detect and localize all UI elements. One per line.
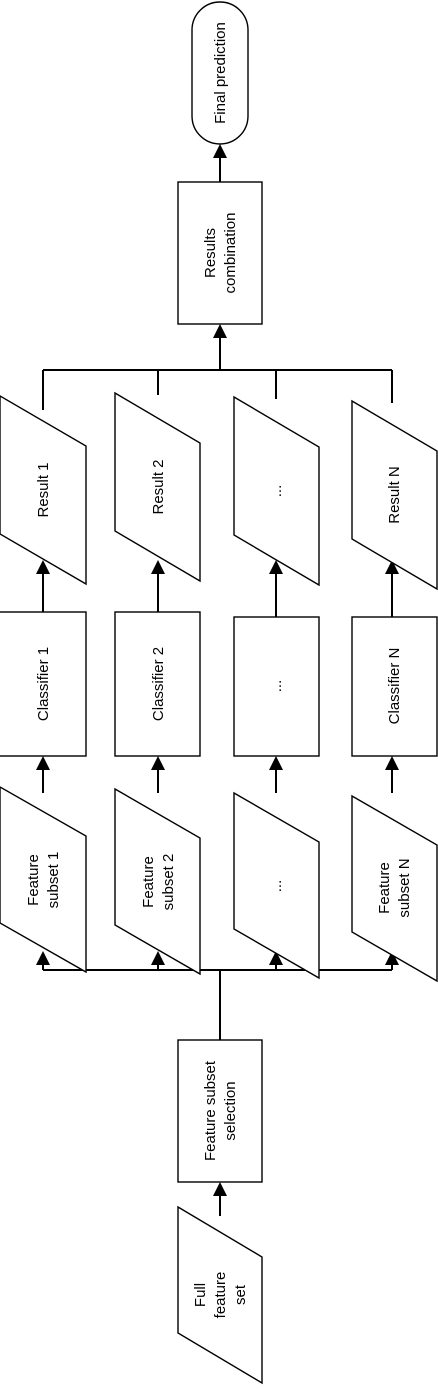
branch-3: ... ... ... [233,395,320,980]
feature-subset-3-label: ... [268,880,285,893]
final-prediction-terminator [191,1,249,145]
result-2-shape [114,391,201,583]
feature-subset-selection: Feature subset selection [177,1039,263,1183]
results-combination-label: Results combination [202,213,239,294]
full-feature-set-line-2: feature [212,1272,229,1319]
feature-subset-3-line-1: ... [268,880,285,893]
full-feature-set: Full feature set [177,1205,263,1385]
classifier-n-box [351,616,438,757]
feature-subset-2-shape [114,787,201,976]
classifier-2-line-1: Classifier 2 [150,647,167,721]
feature-subset-2-line-2: subset 2 [160,854,177,911]
classifier-n-line-1: Classifier N [386,648,403,725]
result-3-label: ... [268,485,285,498]
classifier-n-label: Classifier N [386,648,403,725]
feature-subset-1-line-2: subset 1 [45,852,62,909]
results-combination: Results combination [177,181,263,325]
result-1-line-1: Result 1 [35,462,52,517]
arrow-bus-to-subset-1-head [36,951,50,965]
arrow-bus-to-subset-2-head [151,951,165,965]
connectors [36,144,399,1216]
arrow-subset-2-to-classifier-2-head [151,756,165,770]
feature-subset-n-line-2: subset N [396,858,413,917]
arrow-full-to-selection-head [213,1182,227,1196]
arrow-classifier-3-to-result-3-head [269,560,283,574]
classifier-3-box [233,616,320,757]
arrow-bus-to-subset-3-head [269,951,283,965]
arrow-classifier-n-to-result-n-head [385,560,399,574]
result-3-shape [233,395,320,587]
result-2-label: Result 2 [150,459,167,514]
result-3-line-1: ... [268,485,285,498]
result-1-shape [0,395,87,586]
results-combination-box [177,181,263,325]
feature-subset-n-shape [351,794,438,983]
full-feature-set-shape [177,1205,263,1385]
result-2-line-1: Result 2 [150,459,167,514]
feature-subset-selection-label: Feature subset selection [202,1060,239,1161]
results-combination-line-2: combination [222,213,239,294]
branch-1: Feature subset 1 Classifier 1 Result 1 [0,395,87,974]
full-feature-set-line-3: set [232,1284,249,1305]
classifier-3-label: ... [268,680,285,693]
full-feature-set-label: Full feature set [192,1272,249,1319]
feature-subset-n-line-1: Feature [376,862,393,914]
arrow-subset-3-to-classifier-3-head [269,756,283,770]
arrow-bus-to-subset-n-head [385,951,399,965]
final-prediction-line-1: Final prediction [212,22,229,124]
feature-subset-n-label: Feature subset N [376,858,413,917]
final-prediction-label: Final prediction [212,22,229,124]
feature-subset-2-line-1: Feature [140,856,157,908]
arrow-subset-1-to-classifier-1-head [36,756,50,770]
final-prediction: Final prediction [191,1,249,145]
full-feature-set-line-1: Full [192,1283,209,1307]
classifier-3-line-1: ... [268,680,285,693]
branch-n: Feature subset N Classifier N Result N [351,399,438,983]
feature-subset-1-shape [0,786,87,974]
arrow-classifier-2-to-result-2-head [151,560,165,574]
arrow-subset-n-to-classifier-n-head [385,756,399,770]
result-n-shape [351,399,438,591]
feature-subset-1-line-1: Feature [25,854,42,906]
arrow-classifier-1-to-result-1-head [36,560,50,574]
feature-subset-selection-line-2: selection [222,1081,239,1140]
branch-2: Feature subset 2 Classifier 2 Result 2 [114,391,201,976]
classifier-1-label: Classifier 1 [35,647,52,721]
feature-subset-selection-box [177,1039,263,1183]
result-n-label: Result N [386,466,403,524]
classifier-1-line-1: Classifier 1 [35,647,52,721]
feature-subset-selection-line-1: Feature subset [202,1060,219,1161]
results-combination-line-1: Results [202,228,219,278]
arrow-bus-to-combination-head [213,324,227,338]
feature-subset-3-shape [233,791,320,980]
classifier-2-label: Classifier 2 [150,647,167,721]
feature-subset-1-label: Feature subset 1 [25,852,62,909]
classifier-1-box [0,611,87,757]
arrow-combination-to-final-head [213,144,227,158]
feature-subset-2-label: Feature subset 2 [140,854,177,911]
result-n-line-1: Result N [386,466,403,524]
result-1-label: Result 1 [35,462,52,517]
classifier-2-box [114,611,201,757]
